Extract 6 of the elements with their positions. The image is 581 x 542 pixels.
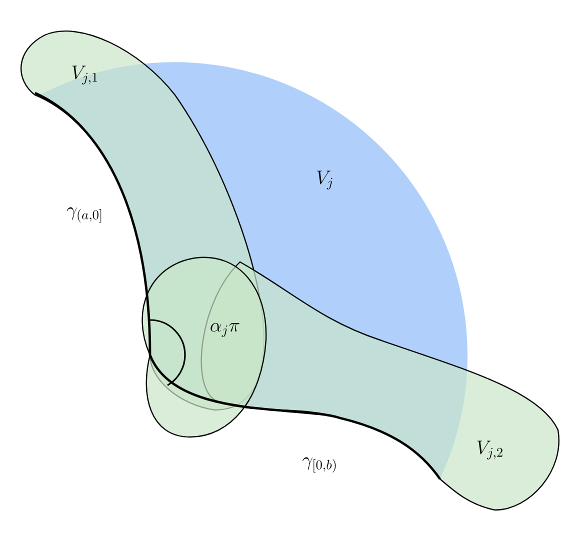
curve-label: $\gamma_{(a,0]}$ bbox=[67, 207, 102, 222]
region-label: $\alpha_j\pi$ bbox=[210, 322, 240, 338]
region-label: $V_{j,2}$ bbox=[477, 440, 502, 460]
region-label: $V_j$ bbox=[317, 170, 332, 190]
region-label: $V_{j,1}$ bbox=[72, 66, 97, 84]
curve-label: $\gamma_{[0,b)}$ bbox=[302, 457, 336, 472]
